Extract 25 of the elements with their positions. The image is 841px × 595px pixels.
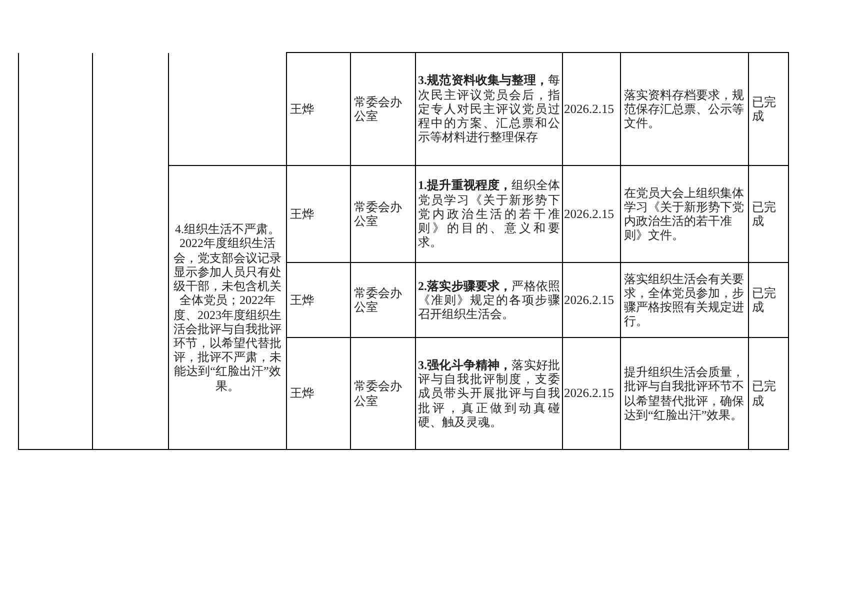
result-text: 落实资料存档要求，规范保存汇总票、公示等文件。 bbox=[620, 52, 748, 166]
measure-text: 1.提升重视程度，组织全体党员学习《关于新形势下党内政治生活的若干准则》的目的、意义和要求。 bbox=[416, 166, 562, 262]
result-text: 落实组织生活会有关要求，全体党员参加，步骤严格按照有关规定进行。 bbox=[620, 262, 748, 338]
status-text: 已完成 bbox=[748, 166, 788, 262]
person-name: 王烨 bbox=[286, 338, 350, 450]
deadline-date: 2026.2.15 bbox=[562, 338, 620, 450]
department-name: 常委会办公室 bbox=[350, 166, 416, 262]
measure-text: 3.强化斗争精神，落实好批评与自我批评制度，支委成员带头开展批评与自我批评，真正做到动真碰硬、触及灵魂。 bbox=[416, 338, 562, 450]
measure-text: 2.落实步骤要求，严格依照《准则》规定的各项步骤召开组织生活会。 bbox=[416, 262, 562, 338]
deadline-date: 2026.2.15 bbox=[562, 166, 620, 262]
person-name: 王烨 bbox=[286, 52, 350, 166]
department-name: 常委会办公室 bbox=[350, 52, 416, 166]
person-name: 王烨 bbox=[286, 262, 350, 338]
deadline-date: 2026.2.15 bbox=[562, 52, 620, 166]
result-text: 提升组织生活会质量，批评与自我批评环节不以希望替代批评，确保达到“红脸出汗”效果。 bbox=[620, 338, 748, 450]
person-name: 王烨 bbox=[286, 166, 350, 262]
department-name: 常委会办公室 bbox=[350, 338, 416, 450]
issue-text: 4.组织生活不严肃。2022年度组织生活会，党支部会议记录显示参加人员只有处级干部，未包含机关全体党员；2022年度、2023年度组织生活会批评与自我批评环节，以希望代替批评，批评不严肃，未能达到“红脸出汗”效果。 bbox=[168, 166, 286, 450]
status-text: 已完成 bbox=[748, 52, 788, 166]
deadline-date: 2026.2.15 bbox=[562, 262, 620, 338]
department-name: 常委会办公室 bbox=[350, 262, 416, 338]
status-text: 已完成 bbox=[748, 338, 788, 450]
result-text: 在党员大会上组织集体学习《关于新形势下党内政治生活的若干准则》文件。 bbox=[620, 166, 748, 262]
measure-text: 3.规范资料收集与整理，每次民主评议党员会后，指定专人对民主评议党员过程中的方案、汇总票和公示等材料进行整理保存 bbox=[416, 52, 562, 166]
status-text: 已完成 bbox=[748, 262, 788, 338]
